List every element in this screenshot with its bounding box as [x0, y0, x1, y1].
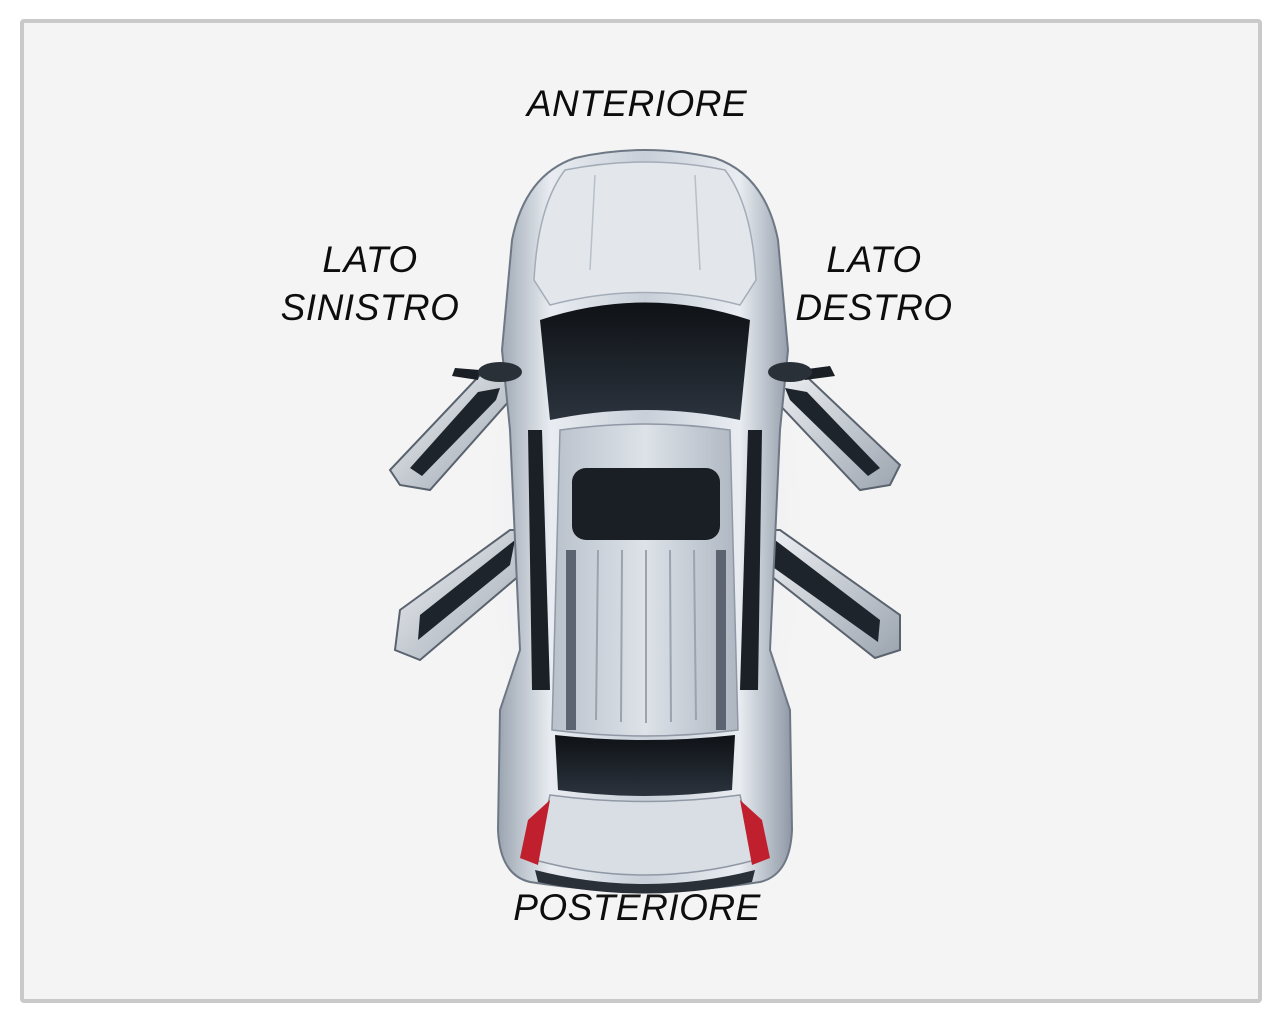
label-front: ANTERIORE	[526, 83, 748, 124]
rear-window	[555, 735, 735, 796]
label-left-side: LATO SINISTRO	[280, 239, 460, 328]
label-right-side: LATO DESTRO	[795, 239, 953, 328]
windshield	[540, 302, 750, 420]
tailgate	[534, 794, 756, 876]
left-tail-light	[520, 800, 550, 865]
sunroof	[572, 468, 720, 540]
hood	[533, 161, 757, 306]
right-tail-light	[740, 800, 770, 865]
car-top-view-icon	[388, 140, 902, 900]
